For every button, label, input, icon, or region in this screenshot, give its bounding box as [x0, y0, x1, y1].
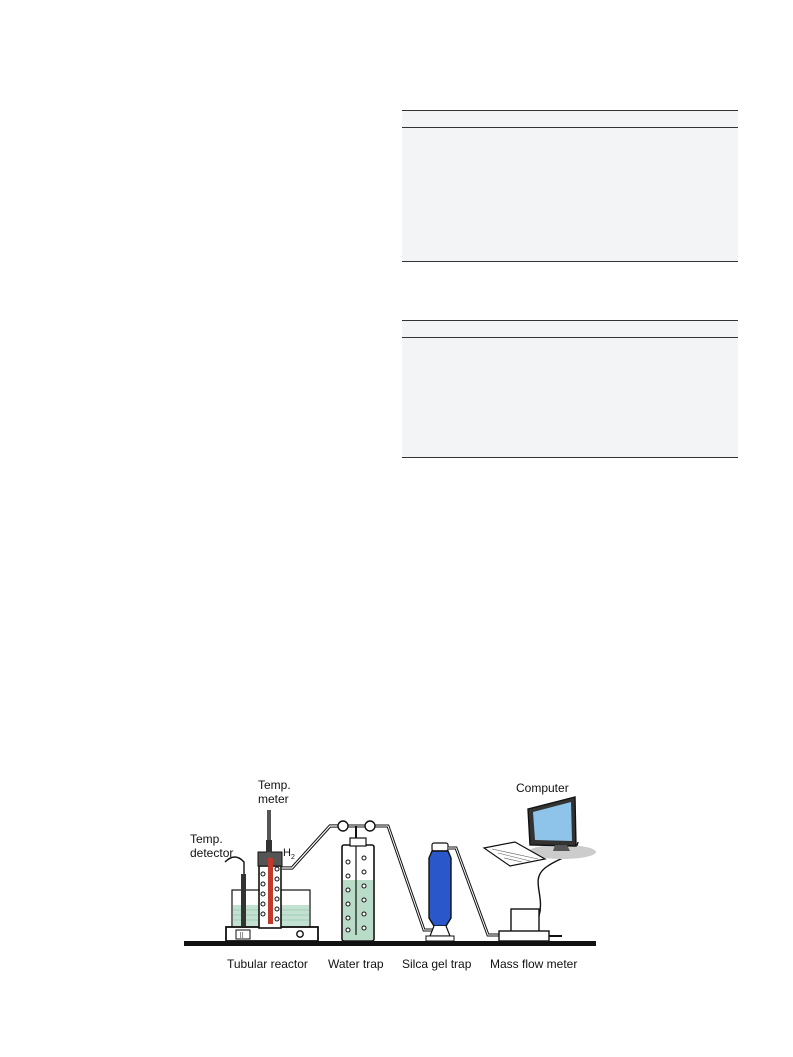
bench-line [184, 941, 596, 946]
water-trap-outlet-pipe [380, 824, 434, 932]
label-temp-detector-1: Temp. [190, 832, 223, 846]
table-1 [402, 110, 738, 262]
label-water-trap: Water trap [328, 957, 384, 971]
monitor-screen [533, 802, 572, 841]
label-temp-meter-1: Temp. [258, 778, 291, 792]
flow-meter-base [498, 930, 550, 942]
silica-trap-outlet-pipe [448, 846, 500, 937]
flow-meter-box [510, 908, 540, 933]
label-tubular-reactor: Tubular reactor [227, 957, 308, 971]
label-silica-gel-trap: Silca gel trap [402, 957, 472, 971]
table-2-header [402, 321, 738, 338]
hot-plate-knob-icon [296, 930, 304, 938]
silica-gel-trap [425, 842, 500, 942]
temp-meter-rod [267, 810, 271, 858]
silica-gel-column [428, 850, 452, 927]
valve-left-icon [337, 820, 349, 832]
valve-right-icon [364, 820, 376, 832]
water-trap [337, 820, 434, 942]
temp-detector-wire [224, 856, 245, 925]
reactor-core [268, 858, 273, 924]
table-1-header [402, 111, 738, 128]
temp-detector-probe [241, 874, 246, 926]
label-temp-meter-2: meter [258, 792, 289, 806]
table-2 [402, 320, 738, 458]
label-mass-flow-meter: Mass flow meter [490, 957, 577, 971]
tubular-reactor: ⠿ [224, 810, 340, 942]
label-computer: Computer [516, 781, 569, 795]
label-h2: H2 [283, 847, 295, 861]
label-temp-detector-2: detector [190, 846, 233, 860]
hot-plate-display [235, 929, 251, 940]
computer [482, 796, 596, 867]
svg-text:⠿: ⠿ [239, 932, 244, 940]
